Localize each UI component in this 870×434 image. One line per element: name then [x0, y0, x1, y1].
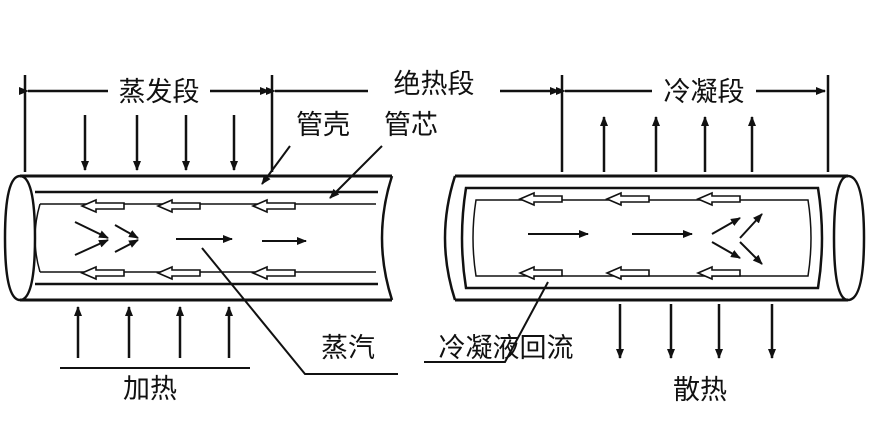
diagram-labels: 蒸发段 绝热段 冷凝段 管壳 管芯 蒸汽 冷凝液回流 加热 散热 [119, 69, 745, 406]
label-wick: 管芯 [384, 110, 438, 141]
wick-return-arrow-5 [155, 265, 201, 281]
wick-return-arrow-12 [695, 265, 741, 281]
label-condensate-return: 冷凝液回流 [439, 333, 574, 364]
pipe-condenser-half [443, 174, 866, 302]
wick-return-arrow-9 [695, 191, 741, 207]
pipe-evaporator-half [3, 174, 394, 302]
label-vapor: 蒸汽 [321, 333, 375, 364]
leader-lines [60, 145, 549, 375]
label-heating: 加热 [123, 374, 177, 405]
wick-return-arrow-7 [517, 191, 563, 207]
wick-return-arrow-4 [79, 265, 125, 281]
section-dimension-lines [19, 75, 830, 172]
vapor-flow-arrows [74, 213, 763, 265]
wick-return-arrows [79, 191, 741, 281]
wick-return-arrow-10 [517, 265, 563, 281]
wick-return-arrow-2 [155, 198, 201, 214]
label-evaporator-section: 蒸发段 [119, 77, 200, 108]
wick-return-arrow-8 [604, 191, 650, 207]
wick-return-arrow-1 [79, 198, 125, 214]
wick-return-arrow-3 [250, 198, 296, 214]
heat-flow-arrows [74, 115, 776, 359]
label-condenser-section: 冷凝段 [664, 77, 745, 108]
label-shell: 管壳 [296, 110, 350, 141]
wick-return-arrow-11 [604, 265, 650, 281]
label-adiabatic-section: 绝热段 [394, 69, 475, 100]
label-heat-rejection: 散热 [673, 375, 727, 406]
wick-return-arrow-6 [250, 265, 296, 281]
